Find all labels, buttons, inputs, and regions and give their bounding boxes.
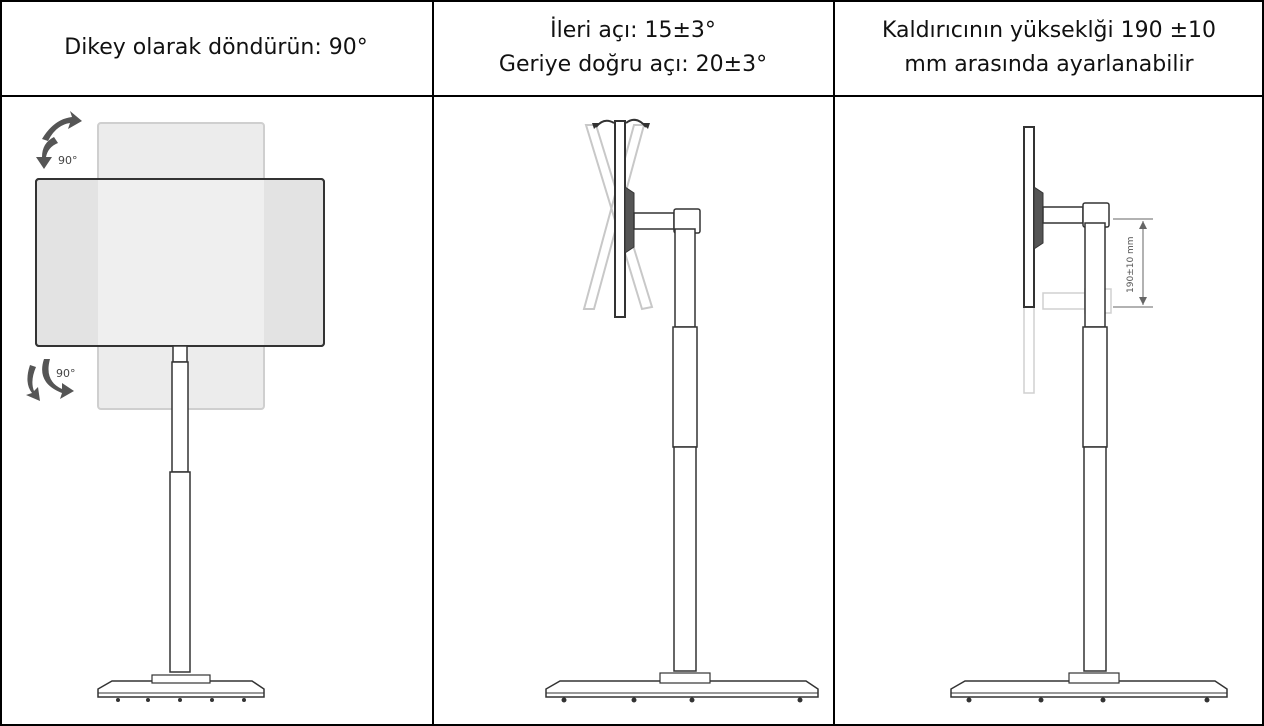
rotate-top-label: 90°: [58, 154, 78, 167]
header-tilt-line-1: İleri açı: 15±3°: [550, 17, 716, 43]
height-figure: 190±10 mm: [950, 126, 1228, 703]
upper-pole: [171, 361, 189, 473]
height-range-label: 190±10 mm: [1126, 236, 1136, 293]
header-tilt-line-2: Geriye doğru açı: 20±3°: [498, 51, 768, 77]
tilt-screen: [614, 120, 626, 318]
header-height: Kaldırıcının yükseklği 190 ±10 mm arasın…: [834, 0, 1264, 95]
header-height-line-1: Kaldırıcının yükseklği 190 ±10: [881, 17, 1217, 43]
header-rotate: Dikey olarak döndürün: 90°: [0, 0, 432, 95]
tilt-figure: [545, 118, 819, 703]
rotate-bottom-label: 90°: [56, 367, 76, 380]
rotate-arrow-bottom-icon: [26, 359, 74, 401]
rotation-figure: 90° 90°: [26, 111, 325, 702]
header-height-line-2: mm arasında ayarlanabilir: [904, 51, 1194, 77]
header-tilt: İleri açı: 15±3° Geriye doğru açı: 20±3°: [433, 0, 833, 95]
rotate-arrow-top-icon: [36, 111, 82, 169]
header-rotate-line-1: Dikey olarak döndürün: 90°: [64, 34, 368, 60]
height-dimension: [1113, 218, 1153, 308]
lower-pole: [169, 471, 191, 673]
